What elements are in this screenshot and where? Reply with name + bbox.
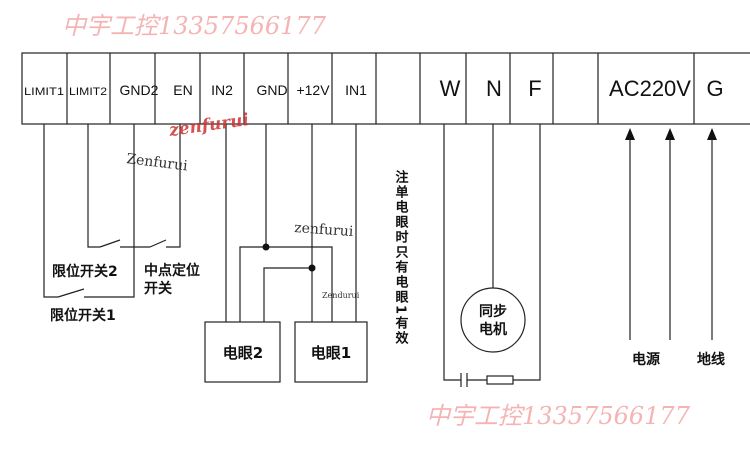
note-single-eye: 注单电眼时只有电眼1有效 [393, 169, 409, 346]
watermark-top: 中宇工控13357566177 [62, 12, 327, 40]
terminal-plus12v: +12V [296, 82, 330, 98]
terminal-in1: IN1 [345, 82, 367, 98]
eye1-box [294, 321, 368, 383]
junction-dot [262, 243, 270, 251]
watermark-zenfurui-red: zenfurui [167, 110, 250, 141]
watermark-zenfurui-2: zenfurui [294, 220, 355, 240]
terminal-f: F [528, 76, 541, 101]
label-power: 电源 [632, 351, 660, 368]
terminal-gnd: GND [256, 82, 287, 98]
watermark-zenfurui-3: Zendurui [322, 291, 360, 300]
terminal-n: N [486, 76, 502, 101]
terminal-limit2: LIMIT2 [69, 86, 107, 98]
label-limit-switch-1: 限位开关1 [50, 307, 116, 324]
terminal-gnd2: GND2 [120, 82, 159, 98]
eye1-label: 电眼1 [311, 344, 351, 362]
motor-label-2: 电机 [479, 321, 507, 338]
terminal-ac220v: AC220V [609, 76, 691, 101]
synchronous-motor [460, 287, 526, 353]
label-mid-point-1: 中点定位 [144, 262, 200, 279]
motor-wiring [443, 124, 541, 387]
label-limit-switch-2: 限位开关2 [52, 263, 118, 280]
power-arrows [629, 138, 713, 340]
label-mid-point-2: 开关 [144, 280, 172, 297]
motor-label-1: 同步 [479, 303, 507, 320]
label-ground: 地线 [697, 351, 725, 368]
terminal-in2: IN2 [211, 82, 233, 98]
arrow-up-icon [625, 128, 635, 140]
limit-switch-wiring [43, 124, 181, 298]
terminal-block [21, 52, 750, 125]
watermark-zenfurui-1: Zenfurui [126, 151, 189, 174]
arrow-up-icon [707, 128, 717, 140]
eye2-label: 电眼2 [223, 344, 263, 362]
eye2-box [204, 321, 281, 383]
terminal-g: G [706, 76, 723, 101]
arrow-up-icon [665, 128, 675, 140]
terminal-limit1: LIMIT1 [24, 86, 64, 98]
watermark-bottom: 中宇工控13357566177 [426, 402, 691, 430]
sensor-wiring [225, 124, 357, 322]
junction-dot [308, 264, 316, 272]
terminal-en: EN [173, 82, 192, 98]
terminal-w: W [440, 76, 461, 101]
